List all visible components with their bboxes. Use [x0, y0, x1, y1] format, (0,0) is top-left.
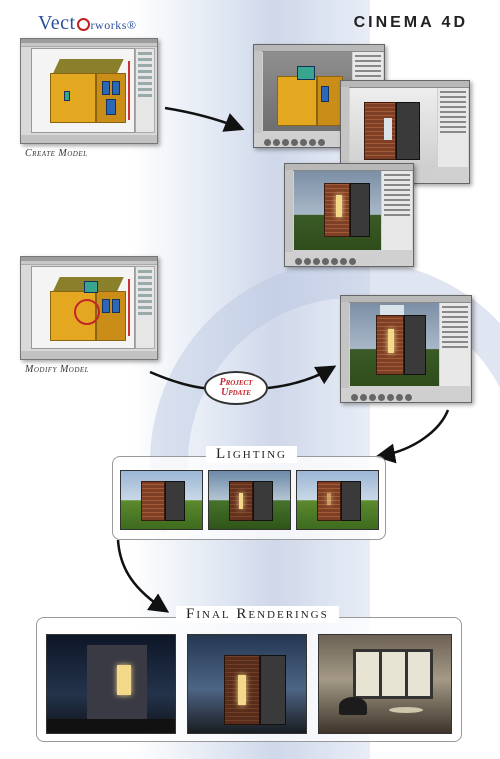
vectorworks-logo-suffix: rworks — [90, 18, 127, 32]
create-model-label: Create Model — [25, 148, 88, 159]
vectorworks-logo-reg: ® — [126, 18, 137, 32]
cinema4d-screenshot-updated — [340, 295, 472, 403]
house-model — [50, 59, 136, 129]
lighting-thumb-3 — [296, 470, 379, 530]
vectorworks-screenshot-create — [20, 38, 158, 144]
vectorworks-screenshot-modify — [20, 256, 158, 360]
vectorworks-logo-prefix: Vect — [38, 12, 76, 34]
lighting-title: Lighting — [206, 446, 297, 463]
vectorworks-logo-icon — [76, 17, 90, 31]
curved-arrow-icon — [375, 409, 450, 464]
house-model-modified — [50, 277, 136, 347]
vectorworks-logo: Vect rworks® — [38, 12, 137, 35]
modify-model-label: Modify Model — [25, 364, 90, 375]
final-render-3 — [318, 634, 452, 734]
cinema4d-logo: CINEMA 4D — [353, 14, 468, 31]
project-update-line1: Project — [219, 377, 253, 388]
final-renderings-title: Final Renderings — [176, 606, 339, 623]
final-render-1 — [46, 634, 176, 734]
curved-arrow-icon — [164, 106, 245, 132]
curved-arrow-icon — [116, 539, 170, 613]
cinema4d-screenshot-brick — [340, 80, 470, 184]
lighting-thumb-2 — [208, 470, 291, 530]
lighting-thumb-1 — [120, 470, 203, 530]
project-update-badge: Project Update — [204, 371, 268, 405]
project-update-line2: Update — [221, 387, 251, 398]
cinema4d-screenshot-scene — [284, 163, 414, 267]
curved-arrow-icon — [267, 365, 337, 390]
final-render-2 — [187, 634, 307, 734]
